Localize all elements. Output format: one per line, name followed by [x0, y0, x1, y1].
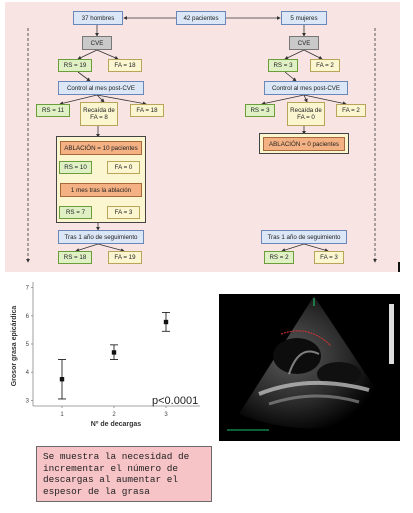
- mean-marker: [111, 350, 117, 355]
- x-tick-label: 2: [112, 412, 116, 418]
- box-cve-left: CVE: [82, 36, 112, 50]
- x-axis-label: Nº de decargas: [91, 421, 142, 428]
- data-point-2: [110, 344, 118, 360]
- y-axis-label: Grosor grasa epicárdica: [11, 306, 18, 387]
- box-mes-ablacion: 1 mes tras la ablación: [60, 183, 142, 197]
- box-mujeres: 5 mujeres: [281, 11, 327, 25]
- box-fa4-left: FA = 3: [107, 206, 140, 219]
- y-tick-label: 3: [26, 398, 30, 404]
- y-tick-label: 5: [26, 342, 30, 348]
- box-seguimiento-left: Tras 1 año de seguimiento: [58, 230, 144, 244]
- echocardiogram-image: [219, 294, 400, 441]
- box-fa5-left: FA = 19: [108, 251, 142, 264]
- box-fa1-left: FA = 18: [108, 59, 142, 72]
- box-control-left: Control al mes post-CVE: [58, 81, 144, 95]
- box-fa2-left: FA = 18: [130, 104, 164, 117]
- box-recaida-left: Recaída de FA = 8: [80, 102, 118, 126]
- box-fa1-right: FA = 2: [310, 59, 340, 72]
- y-tick-label: 6: [26, 314, 30, 320]
- y-tick-label: 7: [26, 286, 30, 292]
- p-value-annotation: p<0.0001: [152, 395, 198, 407]
- box-fa3-left: FA = 0: [107, 161, 140, 174]
- echocardiogram-graphic: [227, 296, 394, 431]
- box-rs3-left: RS = 10: [59, 161, 92, 174]
- x-tick-label: 1: [60, 412, 64, 418]
- box-ablacion-right: ABLACIÓN = 0 pacientes: [263, 137, 345, 151]
- box-rs5-right: RS = 2: [264, 251, 294, 264]
- scatter-chart: 3 4 5 6 7 1 2 3 Grosor grasa epicárdica Nº de …: [11, 282, 200, 428]
- flowchart-connectors: [26, 16, 377, 263]
- box-fa2-right: FA = 2: [336, 104, 366, 117]
- box-hombres: 37 hombres: [73, 11, 123, 25]
- x-tick-label: 3: [164, 412, 168, 418]
- box-seguimiento-right: Tras 1 año de seguimiento: [261, 230, 347, 244]
- box-control-right: Control al mes post-CVE: [264, 81, 348, 95]
- mean-marker: [59, 377, 65, 382]
- box-recaida-right: Recaída de FA = 0: [287, 102, 325, 126]
- box-pacientes: 42 pacientes: [176, 11, 226, 25]
- y-tick-label: 4: [26, 370, 30, 376]
- box-rs4-left: RS = 7: [59, 206, 92, 219]
- data-point-1: [58, 359, 66, 400]
- box-fa5-right: FA = 3: [314, 251, 344, 264]
- data-point-3: [162, 311, 170, 332]
- mean-marker: [163, 319, 169, 325]
- box-rs2-left: RS = 11: [36, 104, 70, 117]
- box-rs2-right: RS = 3: [245, 104, 275, 117]
- caption-note: Se muestra la necesidad de incrementar e…: [36, 446, 212, 502]
- box-cve-right: CVE: [289, 36, 319, 50]
- box-rs1-left: RS = 19: [58, 59, 92, 72]
- box-rs1-right: RS = 3: [268, 59, 298, 72]
- text-cursor: [398, 262, 400, 272]
- box-rs5-left: RS = 18: [58, 251, 92, 264]
- box-ablacion-left: ABLACIÓN = 10 pacientes: [60, 141, 142, 155]
